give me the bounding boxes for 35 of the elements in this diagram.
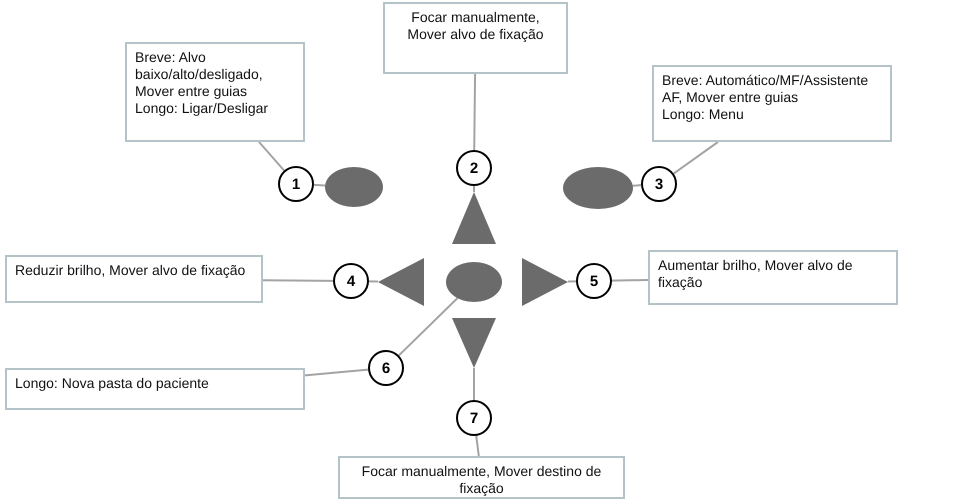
arrow-button [452,318,496,368]
leader-line [568,280,576,283]
leader-line [473,74,476,150]
leader-line [304,368,368,376]
arrow-button [452,192,496,244]
callout-box: Longo: Nova pasta do paciente [5,368,305,410]
oval-button [563,167,633,209]
callout-number: 6 [368,350,404,386]
callout-box: Reduzir brilho, Mover alvo de fixação [5,255,263,303]
callout-number: 3 [641,166,677,202]
callout-number: 5 [576,263,612,299]
callout-box: Breve: Automático/MF/Assistente AF, Mover entre guias Longo: Menu [652,65,892,142]
leader-line [473,368,475,400]
leader-line [612,278,648,282]
leader-line [632,184,642,187]
leader-line [673,141,719,174]
oval-button [325,167,383,207]
leader-line [368,280,378,283]
leader-line [398,297,458,356]
leader-line [473,186,475,192]
callout-number: 1 [278,166,314,202]
oval-button [446,262,502,302]
leader-line [314,184,326,186]
callout-box: Focar manualmente, Mover destino de fixação [338,456,625,499]
arrow-button [522,258,568,306]
callout-number: 2 [456,150,492,186]
leader-line [475,436,480,456]
leader-line [262,279,334,282]
leader-line [258,141,285,172]
callout-number: 4 [333,263,369,299]
arrow-button [378,258,424,306]
callout-number: 7 [456,400,492,436]
callout-box: Aumentar brilho, Mover alvo de fixação [648,250,898,305]
callout-box: Focar manualmente, Mover alvo de fixação [383,2,568,74]
callout-box: Breve: Alvo baixo/alto/desligado, Mover entre guias Longo: Ligar/Desligar [125,42,305,142]
